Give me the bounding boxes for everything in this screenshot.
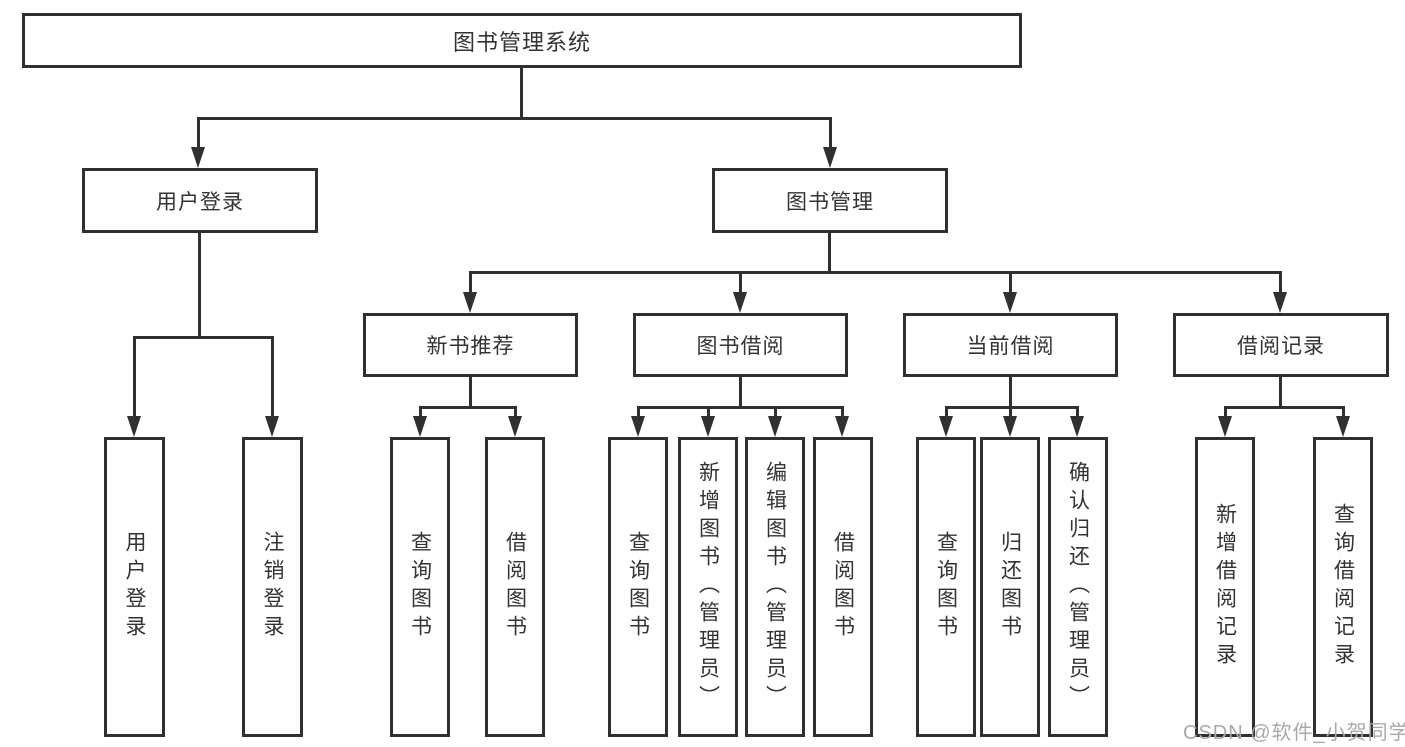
connector-line: [1279, 271, 1282, 295]
connector-line: [469, 271, 472, 295]
leaf-cb-query-books: 查询图书: [916, 437, 976, 737]
connector-line: [774, 406, 777, 420]
node-current-borrowing-label: 当前借阅: [966, 335, 1055, 358]
arrow-down-icon: [1003, 292, 1017, 313]
node-current-borrowing: 当前借阅: [903, 313, 1118, 377]
leaf-br-query-record-label: 查询借阅记录: [1331, 503, 1355, 671]
connector-line: [514, 406, 517, 420]
arrow-down-icon: [823, 147, 837, 168]
connector-line: [739, 377, 742, 409]
node-book-management: 图书管理: [712, 168, 948, 233]
arrow-down-icon: [463, 292, 477, 313]
node-new-book-recommend-label: 新书推荐: [426, 335, 515, 358]
leaf-bb-edit-books-admin: 编辑图书（管理员）: [745, 437, 805, 737]
connector-line: [1342, 406, 1345, 420]
arrow-down-icon: [265, 416, 279, 437]
node-borrowing-records-label: 借阅记录: [1237, 335, 1325, 358]
arrow-down-icon: [1218, 416, 1232, 437]
node-book-borrowing-label: 图书借阅: [696, 335, 785, 358]
watermark: CSDN @软件_小贺同学: [1183, 722, 1405, 744]
node-user-login: 用户登录: [82, 168, 318, 233]
leaf-cb-query-books-label: 查询图书: [934, 531, 958, 643]
leaf-nbr-borrow-books-label: 借阅图书: [503, 531, 527, 643]
leaf-cb-confirm-return-admin-label: 确认归还（管理员）: [1066, 461, 1090, 713]
connector-line: [1076, 406, 1079, 420]
node-borrowing-records: 借阅记录: [1173, 313, 1389, 377]
leaf-user-login: 用户登录: [104, 437, 165, 737]
leaf-nbr-borrow-books: 借阅图书: [485, 437, 545, 737]
arrow-down-icon: [768, 416, 782, 437]
connector-line: [1224, 406, 1227, 420]
leaf-bb-borrow-books-label: 借阅图书: [831, 531, 855, 643]
leaf-bb-query-books: 查询图书: [608, 437, 668, 737]
connector-line: [133, 336, 136, 420]
connector-line: [637, 406, 844, 409]
connector-line: [197, 117, 200, 151]
connector-line: [198, 117, 832, 120]
connector-line: [1009, 271, 1012, 295]
connector-line: [271, 336, 274, 420]
arrow-down-icon: [631, 416, 645, 437]
leaf-nbr-query-books-label: 查询图书: [408, 531, 432, 643]
leaf-br-query-record: 查询借阅记录: [1313, 437, 1373, 737]
arrow-down-icon: [939, 416, 953, 437]
leaf-logout-label: 注销登录: [261, 531, 284, 643]
connector-line: [1279, 377, 1282, 409]
connector-line: [739, 271, 742, 295]
leaf-br-add-record-label: 新增借阅记录: [1213, 503, 1237, 671]
arrow-down-icon: [127, 416, 141, 437]
connector-line: [945, 406, 948, 420]
leaf-br-add-record: 新增借阅记录: [1195, 437, 1255, 737]
arrow-down-icon: [733, 292, 747, 313]
arrow-down-icon: [701, 416, 715, 437]
connector-line: [469, 271, 1282, 274]
connector-line: [841, 406, 844, 420]
connector-line: [419, 406, 422, 420]
leaf-bb-add-books-admin-label: 新增图书（管理员）: [696, 461, 720, 713]
connector-line: [520, 68, 523, 118]
leaf-bb-edit-books-admin-label: 编辑图书（管理员）: [763, 461, 787, 713]
connector-line: [1009, 406, 1012, 420]
arrow-down-icon: [191, 147, 205, 168]
arrow-down-icon: [835, 416, 849, 437]
arrow-down-icon: [508, 416, 522, 437]
leaf-bb-query-books-label: 查询图书: [626, 531, 650, 643]
leaf-cb-return-books-label: 归还图书: [998, 531, 1022, 643]
connector-line: [829, 117, 832, 151]
leaf-cb-return-books: 归还图书: [980, 437, 1040, 737]
arrow-down-icon: [1273, 292, 1287, 313]
leaf-user-login-label: 用户登录: [123, 531, 146, 643]
connector-line: [198, 233, 201, 339]
connector-line: [637, 406, 640, 420]
connector-line: [133, 336, 273, 339]
arrow-down-icon: [1003, 416, 1017, 437]
node-new-book-recommend: 新书推荐: [363, 313, 578, 377]
arrow-down-icon: [1336, 416, 1350, 437]
connector-line: [419, 406, 517, 409]
node-library-system-label: 图书管理系统: [452, 29, 591, 55]
leaf-nbr-query-books: 查询图书: [390, 437, 450, 737]
connector-line: [1224, 406, 1344, 409]
node-book-borrowing: 图书借阅: [633, 313, 848, 377]
arrow-down-icon: [413, 416, 427, 437]
node-book-management-label: 图书管理: [786, 190, 874, 214]
leaf-logout: 注销登录: [242, 437, 303, 737]
leaf-bb-borrow-books: 借阅图书: [813, 437, 873, 737]
connector-line: [469, 377, 472, 409]
connector-line: [707, 406, 710, 420]
leaf-cb-confirm-return-admin: 确认归还（管理员）: [1048, 437, 1108, 737]
node-user-login-label: 用户登录: [156, 190, 244, 214]
node-library-system: 图书管理系统: [22, 13, 1022, 68]
connector-line: [828, 233, 831, 274]
leaf-bb-add-books-admin: 新增图书（管理员）: [678, 437, 738, 737]
connector-line: [1009, 377, 1012, 409]
arrow-down-icon: [1070, 416, 1084, 437]
